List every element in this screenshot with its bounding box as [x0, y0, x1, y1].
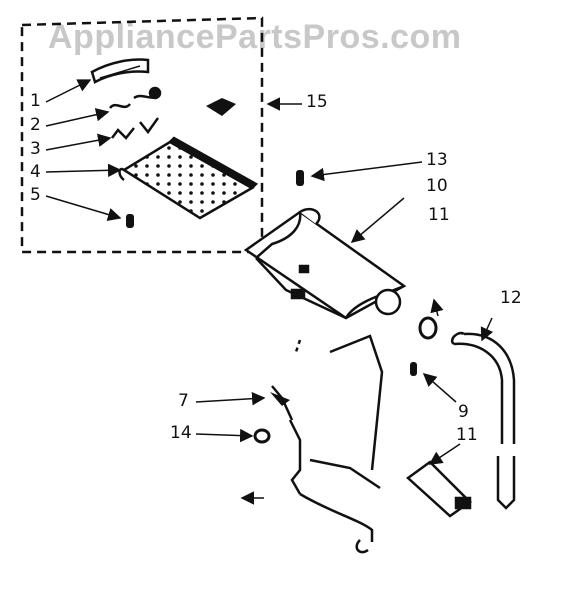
callout-11-upper: 11: [428, 205, 450, 225]
part-12-hose: [450, 331, 516, 510]
watermark: AppliancePartsPros.com: [48, 18, 462, 56]
part-13-screw: [296, 170, 304, 186]
callout-11-lower: 11: [456, 425, 478, 445]
callout-1: 1: [30, 91, 41, 111]
callout-9: 9: [458, 402, 469, 422]
callout-13: 13: [426, 150, 448, 170]
part-10-valve-body: [243, 207, 407, 320]
callout-2: 2: [30, 115, 41, 135]
parts-group-box: [20, 16, 264, 254]
callout-15: 15: [306, 92, 328, 112]
bracket-assembly: [271, 334, 384, 554]
callout-12: 12: [500, 288, 522, 308]
lower-fitting: [406, 460, 472, 518]
part-5-screw: [126, 214, 134, 228]
callout-5: 5: [30, 185, 41, 205]
callout-7: 7: [178, 391, 189, 411]
part-2-clips: [109, 86, 162, 109]
leader-lines: [45, 79, 494, 505]
part-1-tube: [90, 58, 150, 84]
part-3-fasteners: [111, 117, 160, 140]
part-9-screw: [410, 362, 417, 376]
callout-4: 4: [30, 162, 41, 182]
part-4-screen: [118, 136, 259, 220]
small-part: [206, 98, 236, 116]
callout-14: 14: [170, 423, 192, 443]
part-14-washer: [253, 428, 271, 444]
callout-3: 3: [30, 139, 41, 159]
o-ring: [418, 316, 438, 340]
part-7: [270, 392, 290, 406]
callout-10: 10: [426, 176, 448, 196]
